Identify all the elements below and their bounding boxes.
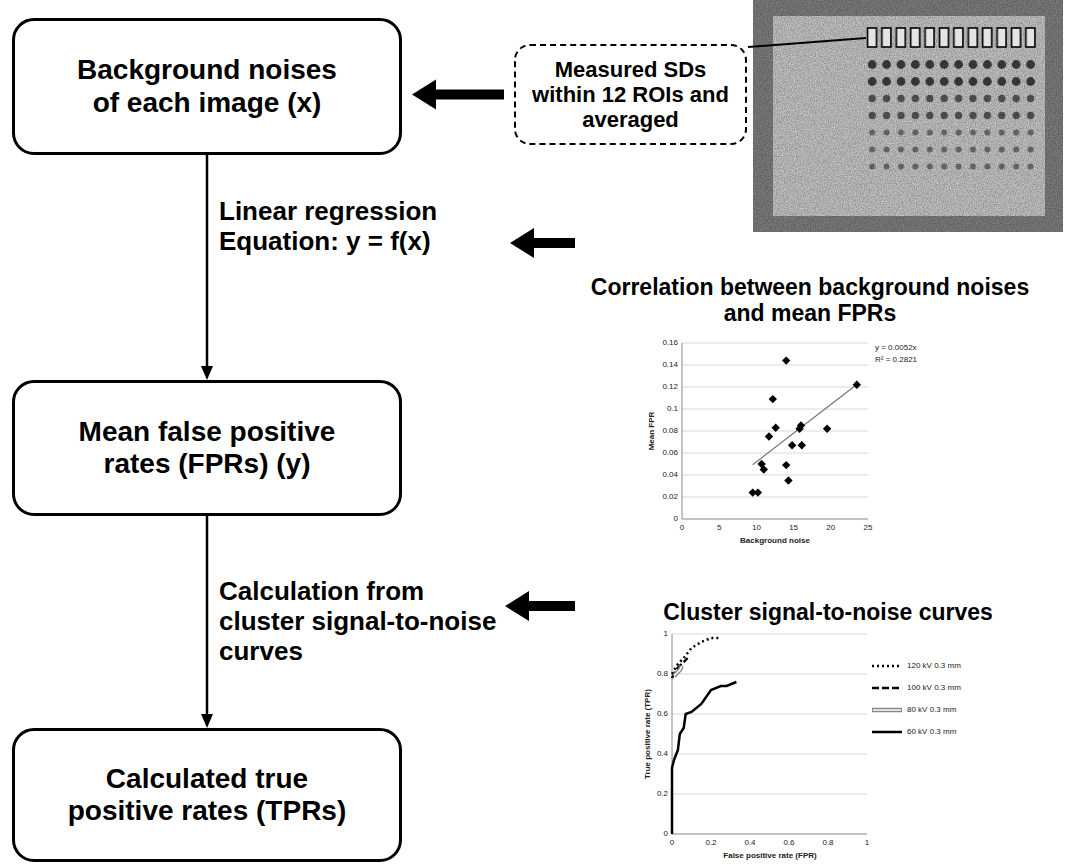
tick-label: 0.06: [656, 448, 678, 457]
node-text: Background noises of each image (x): [63, 54, 351, 118]
block-arrow: [510, 228, 575, 258]
axis-line: [682, 519, 868, 520]
tick-label: 0.1: [656, 404, 678, 413]
tick-label: 1: [857, 838, 877, 847]
node-text: Measured SDs within 12 ROIs and averaged: [528, 57, 733, 133]
legend-text: 100 kV 0.3 mm: [907, 683, 961, 692]
curve-100kv: [672, 658, 688, 678]
tick-label: 20: [821, 523, 841, 532]
node-text: Mean false positive rates (FPRs) (y): [63, 416, 351, 480]
axis-title: Background noise: [715, 536, 835, 545]
tick-label: 1: [650, 629, 668, 638]
axis-title: Mean FPR: [647, 391, 656, 471]
tick-label: 0.04: [656, 470, 678, 479]
data-points: [749, 356, 862, 496]
tick-label: R² = 0.2821: [875, 355, 955, 364]
process-box: Background noises of each image (x): [12, 18, 402, 155]
process-box: Mean false positive rates (FPRs) (y): [12, 380, 402, 516]
tick-label: 15: [784, 523, 804, 532]
tick-label: 0.2: [701, 838, 721, 847]
tick-label: 0.16: [656, 338, 678, 347]
legend-text: 80 kV 0.3 mm: [907, 705, 956, 714]
legend-sample: [872, 708, 902, 713]
roi-boxes: [865, 26, 1038, 50]
block-arrow: [505, 591, 575, 621]
axis-line: [682, 343, 683, 519]
tick-label: 10: [746, 523, 766, 532]
arrow-head: [201, 714, 213, 728]
legend-text: 60 kV 0.3 mm: [907, 727, 956, 736]
legend-text: 120 kV 0.3 mm: [907, 661, 961, 670]
grid-lines: [682, 343, 868, 497]
edge-label: Calculation from cluster signal-to-noise…: [219, 577, 499, 667]
tick-label: 0.4: [650, 749, 668, 758]
tick-label: 0.8: [818, 838, 838, 847]
connector-line: [206, 516, 209, 715]
axis-title: False positive rate (FPR): [690, 851, 850, 860]
tick-label: 5: [709, 523, 729, 532]
legend-sample: [873, 709, 901, 711]
grid-lines: [672, 634, 867, 794]
connector: [412, 80, 504, 110]
legend-sample: [872, 665, 902, 668]
tick-label: 0.8: [650, 669, 668, 678]
tick-label: 0.12: [656, 382, 678, 391]
curve-60kv: [672, 682, 736, 834]
chart-title: Cluster signal-to-noise curves: [608, 599, 1048, 625]
connector: [201, 516, 213, 728]
arrow-head: [412, 80, 436, 110]
tick-label: 0: [656, 514, 678, 523]
tick-label: 0.14: [656, 360, 678, 369]
image-noise: [753, 0, 1063, 232]
edge-label: Linear regression Equation: y = f(x): [219, 197, 499, 257]
legend-sample: [872, 687, 902, 690]
connector: [201, 155, 213, 380]
tick-label: 0.2: [650, 789, 668, 798]
axis-line: [672, 834, 867, 835]
chart-title: Correlation between background noises an…: [580, 274, 1040, 327]
tick-label: y = 0.0052x: [875, 343, 955, 352]
node-text: Calculated true positive rates (TPRs): [63, 763, 351, 827]
phantom-frame: [753, 0, 1063, 232]
trend-line: [753, 385, 857, 465]
connector-line: [206, 155, 209, 367]
process-box: Calculated true positive rates (TPRs): [12, 728, 402, 862]
arrow-head: [201, 366, 213, 380]
tick-label: 0.4: [740, 838, 760, 847]
note-box: Measured SDs within 12 ROIs and averaged: [514, 44, 747, 145]
tick-label: 25: [858, 523, 878, 532]
tick-label: 0: [662, 838, 682, 847]
tick-label: 0.08: [656, 426, 678, 435]
tick-label: 0.6: [779, 838, 799, 847]
axis-title: True positive rate (TPR): [643, 669, 652, 799]
connector-line: [434, 90, 504, 100]
tick-label: 0.02: [656, 492, 678, 501]
curve-80kv: [674, 666, 682, 676]
tick-label: 0: [650, 829, 668, 838]
tick-label: 0: [672, 523, 692, 532]
curve-80kv: [674, 666, 682, 676]
legend-sample: [872, 731, 902, 734]
tick-label: 0.6: [650, 709, 668, 718]
leader-line: [748, 38, 866, 47]
